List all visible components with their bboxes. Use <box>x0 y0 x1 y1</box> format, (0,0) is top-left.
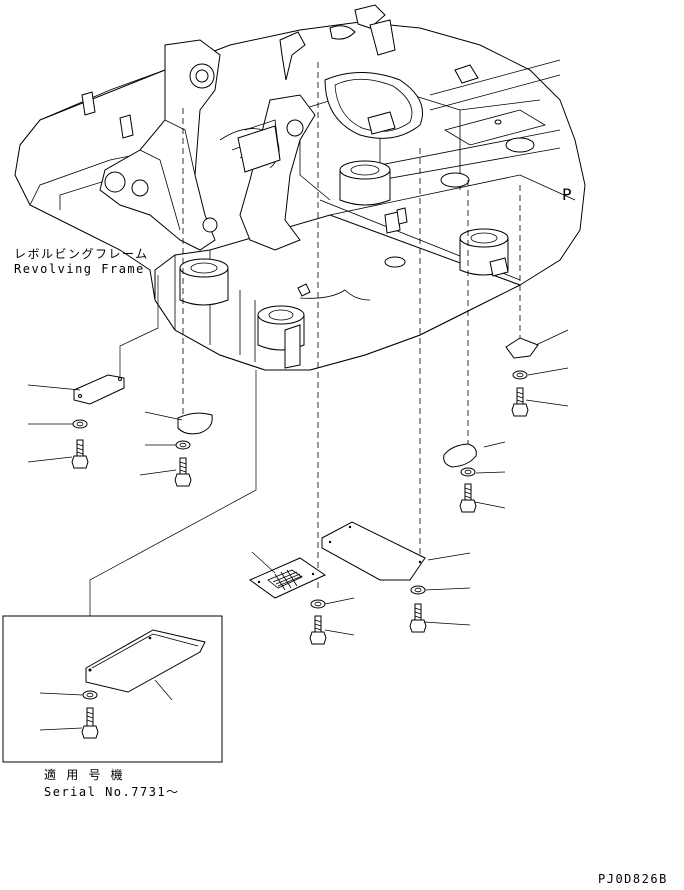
cover-f <box>321 521 426 581</box>
washer-b <box>175 440 191 450</box>
frame-label-english: Revolving Frame <box>14 262 145 276</box>
cover-c <box>443 443 477 468</box>
cover-b <box>177 412 213 435</box>
plug-d <box>505 337 539 359</box>
washer-f <box>410 585 426 595</box>
assembly-lines <box>182 62 521 590</box>
serial-inset <box>2 615 223 763</box>
bolt-g <box>81 707 99 739</box>
mesh-plate <box>248 557 327 599</box>
washer-a <box>72 419 88 429</box>
socket-1 <box>339 160 391 206</box>
frame-oval-opening <box>324 72 423 139</box>
bolt-c <box>459 483 477 513</box>
frame-label-japanese: レボルビングフレーム <box>14 247 149 261</box>
boom-bracket-left <box>99 39 221 251</box>
bolt-e <box>309 615 327 645</box>
frame-marking: P <box>562 185 572 204</box>
serial-note-japanese: 適 用 号 機 <box>44 768 125 782</box>
washer-e <box>310 599 326 609</box>
socket-4 <box>257 305 305 369</box>
serial-note-english: Serial No.7731～ <box>44 785 180 799</box>
frame-front-plate <box>154 214 522 371</box>
bolt-d <box>511 387 529 417</box>
washer-d <box>512 370 528 380</box>
cover-a <box>73 374 125 405</box>
cover-g <box>85 629 206 693</box>
washer-g <box>82 690 98 700</box>
bolt-f <box>409 603 427 633</box>
socket-3 <box>179 258 229 306</box>
washer-c <box>460 467 476 477</box>
bolt-b <box>174 457 192 487</box>
drawing-code: PJ0D826B <box>598 872 668 886</box>
revolving-frame: P <box>14 4 586 371</box>
bolt-a <box>71 439 89 469</box>
